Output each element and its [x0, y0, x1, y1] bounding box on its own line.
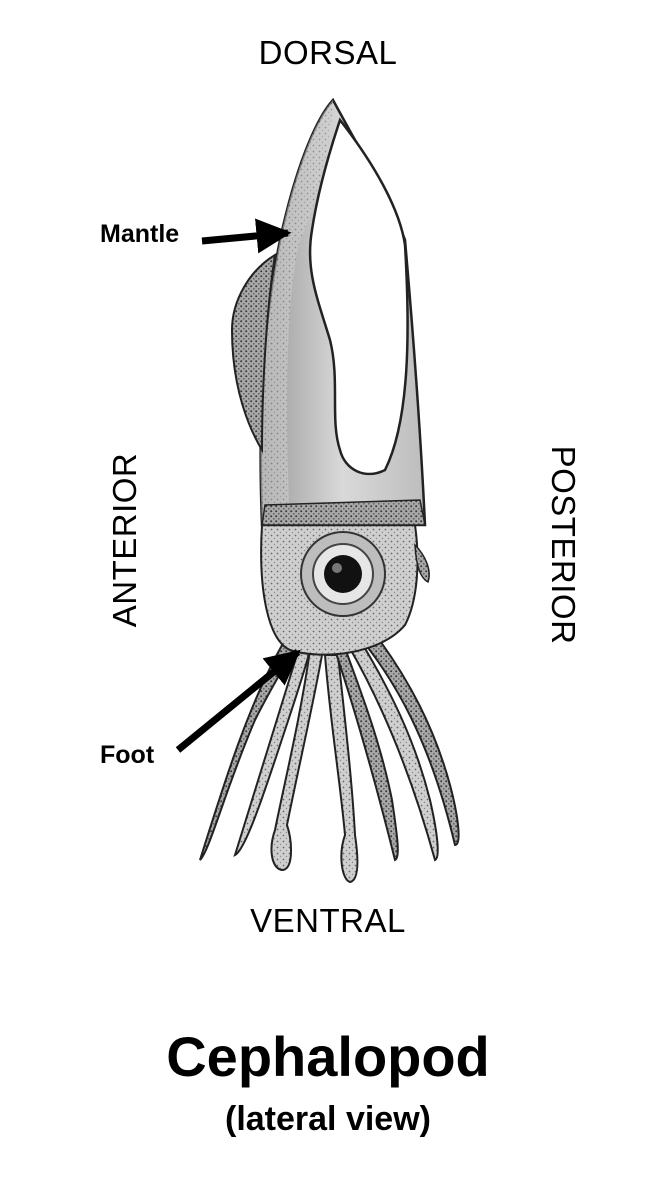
- posterior-label: POSTERIOR: [545, 445, 582, 645]
- foot-arrow: [175, 649, 301, 753]
- mantle-arrow: [201, 218, 292, 254]
- mantle: [230, 97, 427, 527]
- diagram-subtitle: (lateral view): [225, 1100, 431, 1138]
- anterior-label: ANTERIOR: [106, 452, 143, 628]
- foot-label: Foot: [100, 741, 155, 769]
- dorsal-label: DORSAL: [258, 34, 398, 71]
- eye: [300, 531, 386, 617]
- arms: [199, 628, 460, 884]
- ventral-label: VENTRAL: [250, 902, 406, 939]
- diagram-title: Cephalopod: [166, 1025, 490, 1088]
- mantle-label: Mantle: [100, 220, 180, 248]
